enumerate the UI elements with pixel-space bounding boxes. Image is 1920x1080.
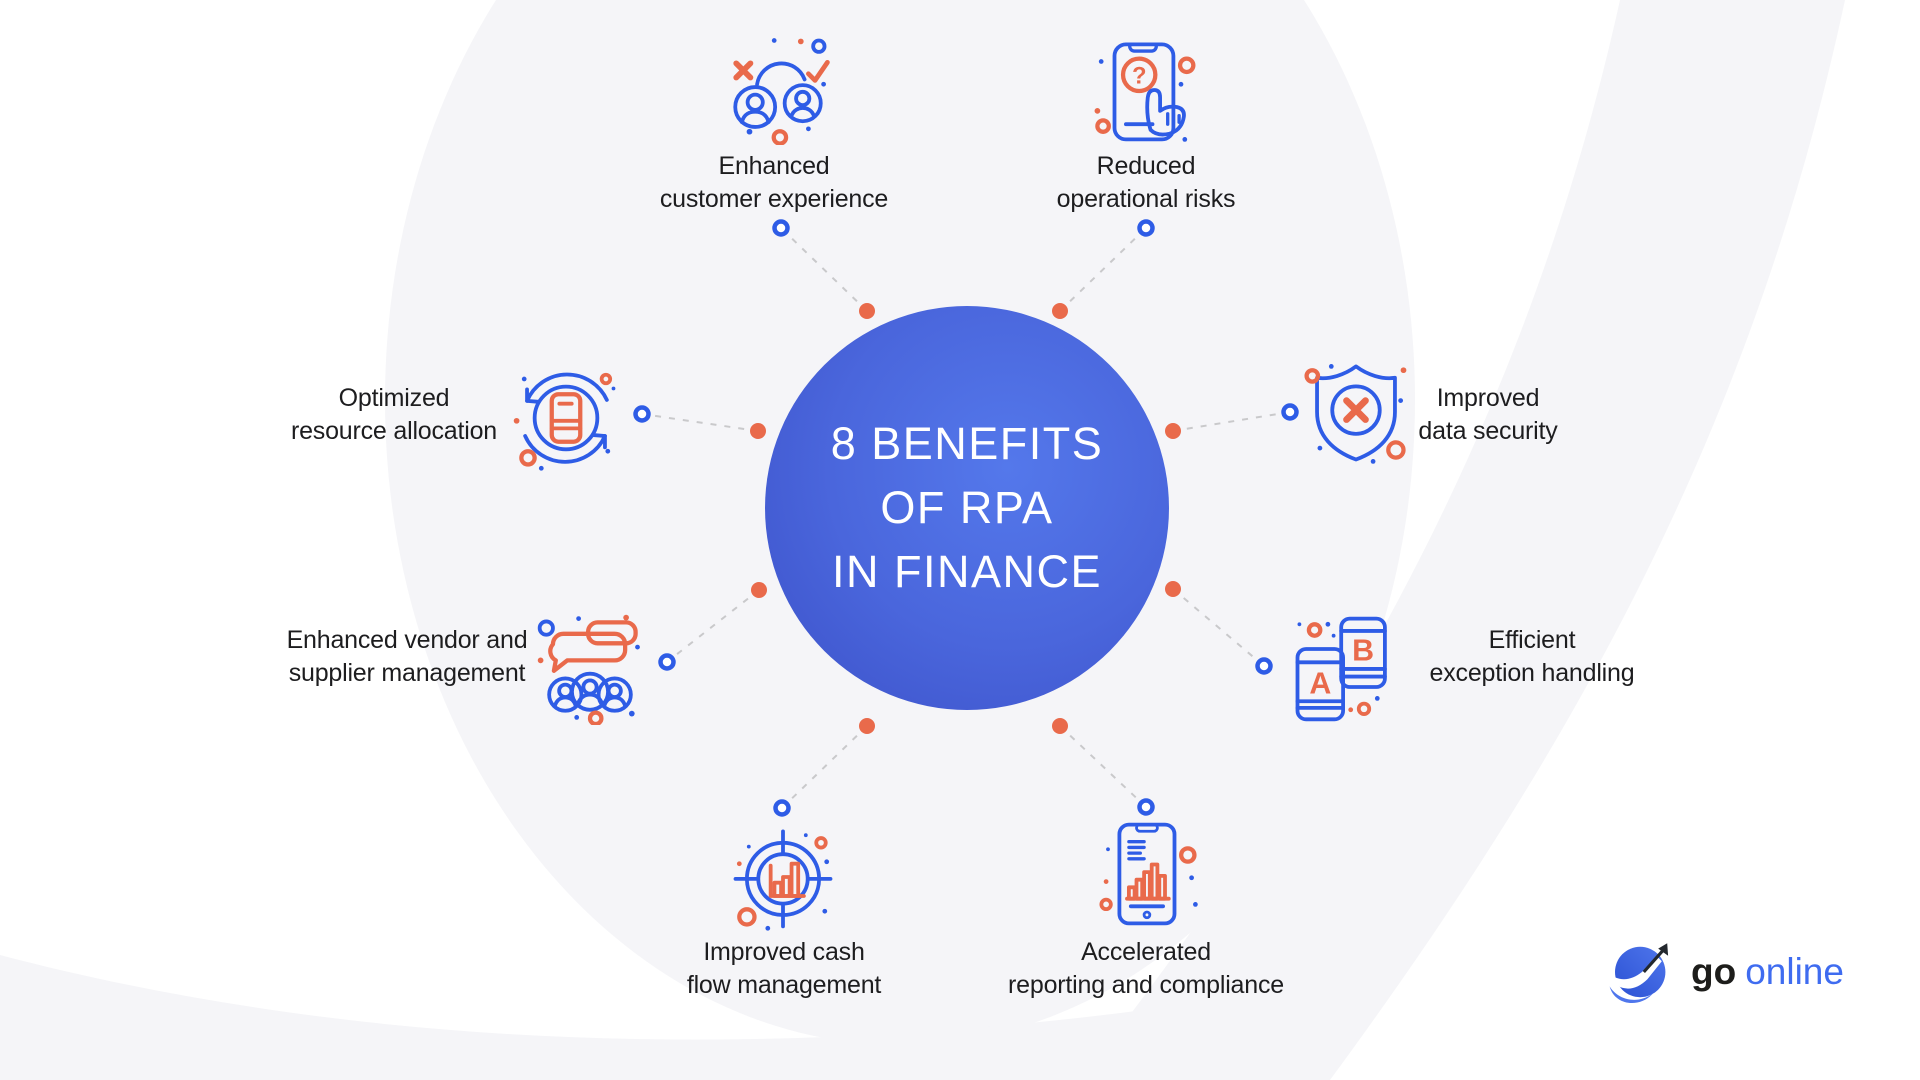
connector-node-orange xyxy=(751,582,767,598)
connector-line xyxy=(666,589,760,663)
connector-node-blue xyxy=(772,219,790,237)
benefit-label: Improved data security xyxy=(1418,384,1558,445)
connector-line xyxy=(1172,588,1265,667)
connector xyxy=(1052,219,1155,319)
connector xyxy=(658,582,767,671)
connector-node-blue xyxy=(1137,219,1155,237)
connector-node-blue xyxy=(633,405,651,423)
connector-node-orange xyxy=(1165,423,1181,439)
connector-node-blue xyxy=(658,653,676,671)
connector-line xyxy=(1172,411,1291,432)
connector-line xyxy=(1059,725,1147,808)
data-security-icon xyxy=(1304,364,1407,464)
connector xyxy=(1165,403,1299,439)
connector-node-orange xyxy=(859,303,875,319)
connector-node-orange xyxy=(1052,718,1068,734)
benefit-label: Reduced operational risks xyxy=(1056,152,1236,213)
title-line: 8 BENEFITS xyxy=(830,418,1104,469)
reduced-risks-icon: ? xyxy=(1094,42,1196,142)
benefit-label: Efficient exception handling xyxy=(1429,626,1635,687)
customer-experience-icon xyxy=(733,38,830,146)
title-line: IN FINANCE xyxy=(831,546,1102,597)
vendor-management-icon xyxy=(537,614,640,727)
central-circle: 8 BENEFITS OF RPA IN FINANCE xyxy=(765,306,1169,710)
connector-node-orange xyxy=(859,718,875,734)
benefit-label: Improved cash flow management xyxy=(686,938,882,999)
connector-node-blue xyxy=(773,799,791,817)
logo-word-online: online xyxy=(1745,951,1844,992)
exception-handling-icon: B A xyxy=(1295,616,1387,722)
resource-allocation-icon xyxy=(513,372,616,471)
logo-word-go: go xyxy=(1691,951,1737,992)
cash-flow-icon xyxy=(733,829,833,931)
connector xyxy=(1165,581,1273,675)
benefit-label: Optimized resource allocation xyxy=(290,384,498,445)
connector-node-orange xyxy=(1052,303,1068,319)
benefit-label: Enhanced customer experience xyxy=(659,152,889,213)
connector xyxy=(633,405,766,439)
connector xyxy=(773,718,875,817)
connector xyxy=(1052,718,1155,816)
benefit-label: Enhanced vendor and supplier management xyxy=(286,626,528,687)
connector-node-orange xyxy=(1165,581,1181,597)
question-mark-glyph: ? xyxy=(1132,62,1147,89)
logo-mark-icon xyxy=(1609,943,1669,1004)
connector-line xyxy=(1059,227,1147,312)
letter-b-glyph: B xyxy=(1352,633,1374,667)
connector xyxy=(772,219,875,319)
connector-node-blue xyxy=(1255,657,1273,675)
reporting-compliance-icon xyxy=(1099,822,1198,926)
benefit-label: Accelerated reporting and compliance xyxy=(1008,938,1284,999)
title-line: OF RPA xyxy=(880,482,1054,533)
connector-node-blue xyxy=(1281,403,1299,421)
connector-node-orange xyxy=(750,423,766,439)
connector-line xyxy=(641,413,759,432)
letter-a-glyph: A xyxy=(1309,667,1331,701)
connector-node-blue xyxy=(1137,798,1155,816)
connector-line xyxy=(780,227,868,312)
page-title: 8 BENEFITS OF RPA IN FINANCE xyxy=(831,412,1104,604)
connector-line xyxy=(781,725,868,809)
